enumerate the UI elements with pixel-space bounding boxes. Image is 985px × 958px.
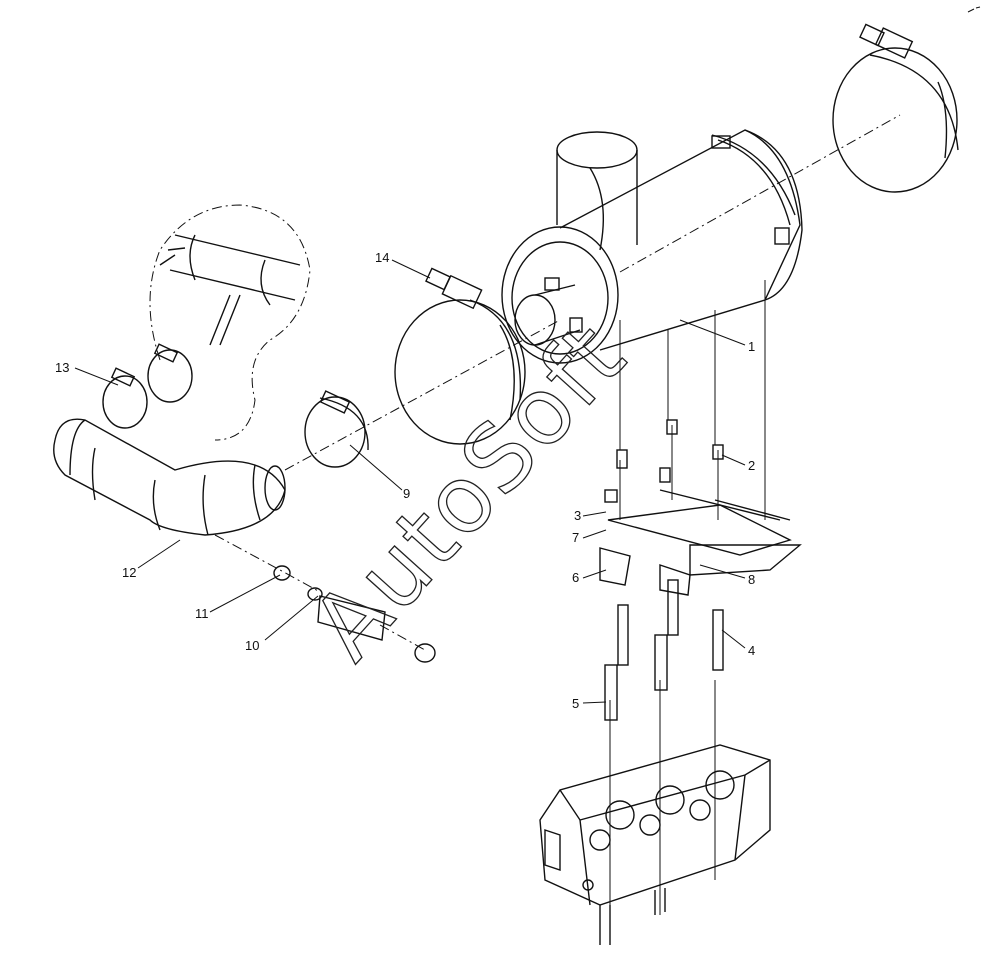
leader-lines bbox=[74, 259, 746, 704]
small-parts-10-11 bbox=[273, 565, 436, 663]
large-hose-clamp-rear bbox=[832, 23, 959, 193]
callout-5: 5 bbox=[572, 696, 579, 711]
callout-labels: 1 2 3 4 5 6 7 8 9 10 11 12 13 14 bbox=[55, 250, 755, 711]
hose-clamp-14 bbox=[394, 267, 526, 445]
callout-13: 13 bbox=[55, 360, 69, 375]
callout-7: 7 bbox=[572, 530, 579, 545]
cylinder-head bbox=[539, 744, 771, 945]
corner-mark bbox=[967, 6, 981, 13]
callout-4: 4 bbox=[748, 643, 755, 658]
elbow-hose-12 bbox=[53, 418, 286, 536]
callout-10: 10 bbox=[245, 638, 259, 653]
mounting-brackets bbox=[599, 489, 802, 596]
callout-14: 14 bbox=[375, 250, 389, 265]
callout-2: 2 bbox=[748, 458, 755, 473]
air-filter-housing bbox=[501, 129, 803, 364]
watermark-text: AutoSoft bbox=[292, 303, 647, 680]
callout-8: 8 bbox=[748, 572, 755, 587]
callout-3: 3 bbox=[574, 508, 581, 523]
hose-clamps-13 bbox=[102, 343, 193, 429]
callout-12: 12 bbox=[122, 565, 136, 580]
callout-6: 6 bbox=[572, 570, 579, 585]
callout-11: 11 bbox=[195, 606, 209, 621]
callout-1: 1 bbox=[748, 339, 755, 354]
explode-centerlines bbox=[214, 114, 901, 651]
detail-magnifier bbox=[149, 204, 311, 441]
callout-9: 9 bbox=[403, 486, 410, 501]
studs-and-bolts bbox=[604, 419, 724, 940]
hose-clamp-9 bbox=[304, 390, 369, 468]
